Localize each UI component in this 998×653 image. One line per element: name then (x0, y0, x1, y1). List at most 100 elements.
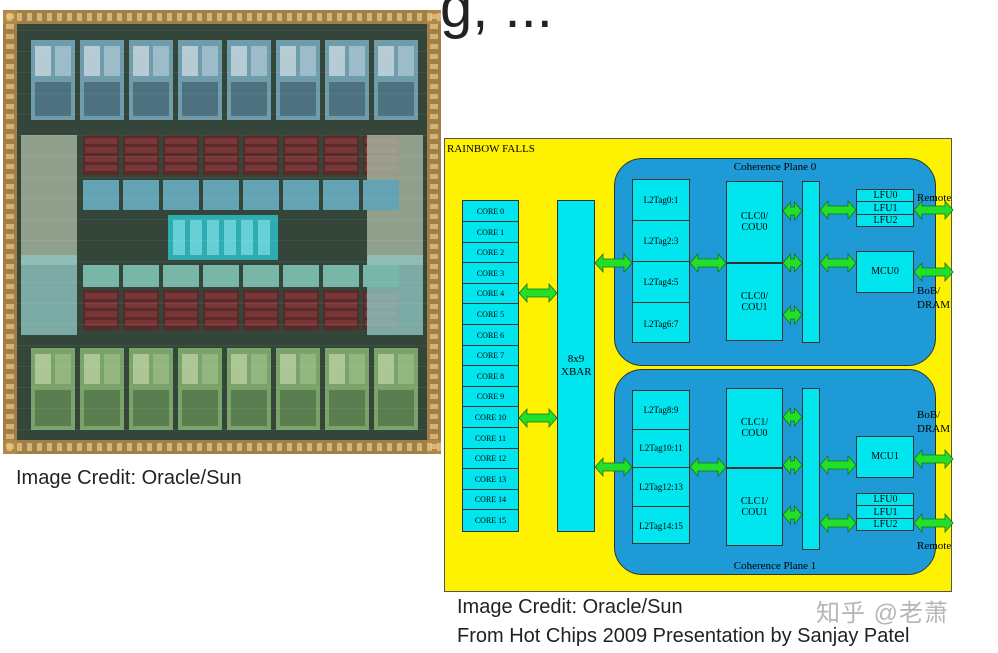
core-cell-9: CORE 9 (463, 386, 518, 408)
core-cell-13: CORE 13 (463, 469, 518, 490)
l2tag-clc-arrow-0 (689, 252, 727, 274)
plane-1-label: Coherence Plane 1 (733, 560, 817, 572)
rainbow-falls-diagram: RAINBOW FALLS Coherence Plane 0 Coherenc… (444, 138, 954, 592)
core-cell-2: CORE 2 (463, 242, 518, 264)
plane-0-clc-top-label: CLC0/ COU0 (740, 210, 769, 234)
die-mid-block-3 (203, 180, 239, 210)
plane-0-lfu-2: LFU2 (873, 215, 898, 227)
die-mid-block-4 (243, 180, 279, 210)
plane-0-l2tag-3: L2Tag6:7 (643, 318, 679, 329)
clc-bus-arrow-1c (782, 504, 803, 526)
die-photo (3, 10, 441, 454)
plane-0-label: Coherence Plane 0 (733, 161, 817, 173)
die-mid2-block-1 (123, 265, 159, 287)
plane-1-bob-dram-label: BoB/ DRAM (917, 409, 951, 435)
core-xbar-arrow-top (518, 282, 558, 304)
plane-1-lfu-0: LFU0 (857, 494, 914, 506)
clc-bus-arrow-0a (782, 200, 803, 222)
die-mid-block-0 (83, 180, 119, 210)
plane-1-clc-bottom: CLC1/ COU1 (726, 468, 783, 546)
die-mid-block-5 (283, 180, 319, 210)
plane-1-l2tag-2: L2Tag12:13 (633, 468, 689, 507)
remote-arrow-0 (913, 199, 954, 221)
plane-1-lfu-1: LFU1 (857, 507, 914, 519)
left-image-credit: Image Credit: Oracle/Sun (16, 467, 242, 489)
die-mid2-block-7 (363, 265, 399, 287)
remote-arrow-1 (913, 512, 954, 534)
die-mid-block-6 (323, 180, 359, 210)
plane-1-mcu-label: MCU1 (871, 451, 899, 463)
die-mid2-block-0 (83, 265, 119, 287)
plane-1-remote-label: Remote (917, 540, 952, 552)
core-cell-15: CORE 15 (474, 516, 507, 525)
plane-0-bob-dram-label: BoB/ DRAM (917, 285, 951, 311)
die-mid2-block-6 (323, 265, 359, 287)
core-cell-0: CORE 0 (463, 201, 518, 222)
die-mid2-block-4 (243, 265, 279, 287)
core-cell-6: CORE 6 (463, 325, 518, 346)
plane-0-clc-top: CLC0/ COU0 (726, 181, 783, 263)
clc-bus-arrow-0b (782, 252, 803, 274)
die-pad-ring-left (3, 10, 17, 454)
plane-1-clc-top: CLC1/ COU0 (726, 388, 783, 468)
plane-0-l2tag-2: L2Tag4:5 (633, 262, 689, 303)
plane-1-clc-bottom-label: CLC1/ COU1 (740, 495, 769, 519)
core-cell-14: CORE 14 (463, 489, 518, 511)
core-cell-11: CORE 11 (463, 428, 518, 449)
die-mid-block-2 (163, 180, 199, 210)
plane-1-l2tag-0: L2Tag8:9 (633, 391, 689, 430)
plane-1-mcu: MCU1 (856, 436, 914, 478)
slide-title-fragment: g, ... (440, 0, 553, 40)
plane-0-lfu-1: LFU1 (857, 203, 914, 215)
core-xbar-arrow-bottom (518, 407, 558, 429)
bus-lfu-arrow-1 (819, 512, 857, 534)
connection-arrows (518, 199, 954, 534)
die-mid-block-7 (363, 180, 399, 210)
plane-1-l2tag-1: L2Tag10:11 (633, 430, 689, 468)
right-image-credit: Image Credit: Oracle/Sun (457, 596, 683, 618)
xbar-block: 8x9 XBAR (557, 200, 595, 532)
die-mid2-block-5 (283, 265, 319, 287)
zhihu-watermark: 知乎 @老萧 (816, 600, 950, 627)
plane-0-remote-label: Remote (917, 192, 952, 204)
core-cell-1: CORE 1 (463, 222, 518, 243)
die-mid2-block-2 (163, 265, 199, 287)
bus-mcu-arrow-1 (819, 454, 857, 476)
die-pad-ring-right (427, 10, 441, 454)
diagram-title: RAINBOW FALLS (447, 143, 535, 155)
xbar-label: 8x9 XBAR (561, 353, 592, 378)
plane-0-lfu-0: LFU0 (857, 190, 914, 202)
plane-0-mcu: MCU0 (856, 251, 914, 293)
die-mid-block-1 (123, 180, 159, 210)
l2tag-clc-arrow-1 (689, 456, 727, 478)
clc-bus-arrow-1b (782, 454, 803, 476)
bus-mcu-arrow-0 (819, 252, 857, 274)
dram-arrow-0 (913, 261, 954, 283)
die-left-misc-top (21, 135, 77, 265)
core-cell-10: CORE 10 (463, 407, 518, 428)
clc-bus-arrow-1a (782, 406, 803, 428)
plane-0-l2tag-1: L2Tag2:3 (633, 221, 689, 262)
xbar-plane0-arrow (594, 252, 633, 274)
die-mid2-block-3 (203, 265, 239, 287)
plane-1-lfu-2: LFU2 (873, 519, 898, 531)
core-cell-8: CORE 8 (463, 366, 518, 387)
core-cell-3: CORE 3 (463, 263, 518, 284)
core-cell-5: CORE 5 (463, 304, 518, 325)
core-cell-7: CORE 7 (463, 345, 518, 367)
plane-0-clc-bottom-label: CLC0/ COU1 (740, 290, 769, 314)
plane-1-l2tag-3: L2Tag14:15 (639, 520, 683, 531)
die-left-misc-bottom (21, 255, 77, 335)
bus-lfu-arrow-0 (819, 199, 857, 221)
xbar-plane1-arrow (594, 456, 633, 478)
plane-0-mcu-label: MCU0 (871, 266, 899, 278)
plane-1-clc-top-label: CLC1/ COU0 (740, 416, 769, 440)
source-citation: From Hot Chips 2009 Presentation by Sanj… (457, 625, 910, 647)
plane-0-bus-bar (802, 181, 820, 343)
plane-0-l2tag-0: L2Tag0:1 (633, 180, 689, 221)
core-cell-4: CORE 4 (463, 283, 518, 305)
plane-0-clc-bottom: CLC0/ COU1 (726, 263, 783, 341)
